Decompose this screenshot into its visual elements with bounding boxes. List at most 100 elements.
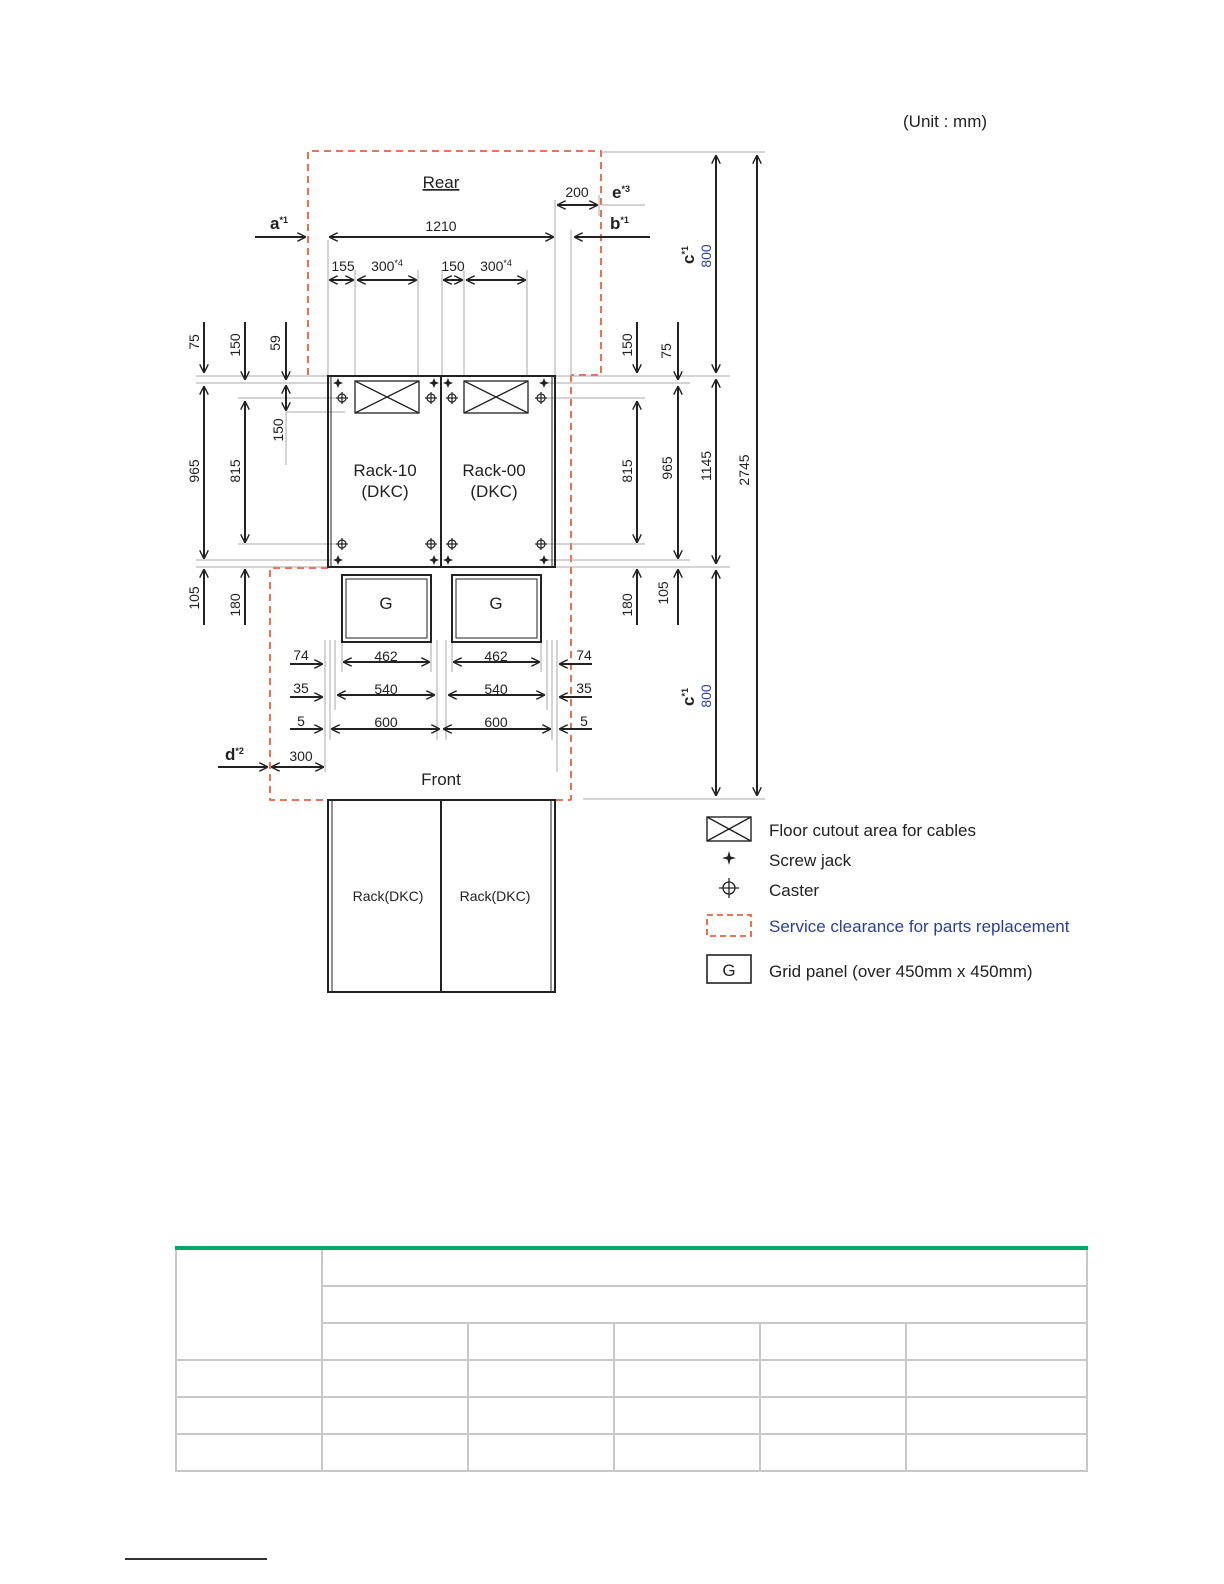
dim-180-right: 180 (619, 593, 635, 617)
dim-180-left: 180 (227, 593, 243, 617)
legend-cutout-text: Floor cutout area for cables (769, 821, 976, 840)
table-cell (321, 1433, 469, 1472)
dim-35: 35 (293, 680, 309, 696)
dim-offset-155: 155 (331, 258, 355, 274)
table-cell (175, 1359, 323, 1398)
rear-label: Rear (423, 173, 460, 192)
ref-c-rear: c*1 (679, 246, 698, 264)
ref-c-front: c*1 (679, 688, 698, 706)
dim-e-gap: 200 (565, 184, 589, 200)
dim-top-150-right: 150 (619, 333, 635, 357)
table-cell (759, 1322, 907, 1361)
dim-2745: 2745 (736, 454, 752, 485)
dim-top-59: 59 (267, 335, 283, 351)
table-cell (613, 1322, 761, 1361)
dim-total-width: 1210 (425, 218, 456, 234)
table-cell (905, 1322, 1088, 1361)
dim-600: 600 (374, 714, 398, 730)
legend-screw-jack-text: Screw jack (769, 851, 852, 870)
table-row (175, 1247, 1088, 1361)
table-cell (175, 1433, 323, 1472)
table-cell (905, 1359, 1088, 1398)
dim-965-left: 965 (186, 459, 202, 483)
table-row (175, 1396, 1088, 1435)
dim-35: 35 (576, 680, 592, 696)
table-cell (321, 1359, 469, 1398)
grid-panel-mark: G (379, 594, 392, 613)
clearance-legend-icon (706, 914, 752, 937)
dim-1145: 1145 (698, 451, 714, 481)
spec-table (175, 1246, 1088, 1472)
rack-00-type: (DKC) (470, 482, 517, 501)
dim-815-left: 815 (227, 459, 243, 483)
rack-10-label: Rack-10 (353, 461, 416, 480)
table-cell (759, 1433, 907, 1472)
dim-top-75-right: 75 (658, 343, 674, 359)
dim-600: 600 (484, 714, 508, 730)
table-row (175, 1359, 1088, 1398)
dim-74: 74 (576, 647, 592, 663)
table-cell (321, 1247, 1088, 1287)
dim-540: 540 (374, 681, 398, 697)
table-cell (175, 1396, 323, 1435)
screw-jack-icon (722, 851, 736, 865)
dim-965-right: 965 (659, 456, 675, 480)
table-cell (321, 1285, 1088, 1324)
grid-legend-icon (706, 954, 752, 984)
grid-panel-mark: G (489, 594, 502, 613)
dim-offset-150: 150 (441, 258, 465, 274)
unit-label: (Unit : mm) (903, 112, 987, 131)
grid-legend-mark: G (722, 961, 735, 980)
dim-105-left: 105 (186, 586, 202, 610)
dim-cutout-300: 300*4 (371, 258, 403, 274)
rack-00-label: Rack-00 (462, 461, 525, 480)
table-row (176, 1285, 1088, 1324)
lower-rack-label: Rack(DKC) (460, 888, 531, 904)
table-row (176, 1322, 1088, 1361)
table-cell (467, 1322, 615, 1361)
lower-rack-label: Rack(DKC) (353, 888, 424, 904)
dim-74: 74 (293, 647, 309, 663)
caster-icon (719, 878, 739, 898)
front-label: Front (421, 770, 461, 789)
table-cell (613, 1396, 761, 1435)
table-cell (613, 1359, 761, 1398)
dim-815-right: 815 (619, 459, 635, 483)
floor-layout-diagram: (Unit : mm) (186, 112, 1070, 993)
ref-e: e*3 (612, 183, 630, 202)
floor-cutout (463, 380, 529, 414)
lower-racks (327, 799, 556, 993)
table-cell (321, 1322, 469, 1361)
ref-d: d*2 (225, 745, 244, 764)
dim-grid-462: 462 (484, 648, 508, 664)
dim-front-800: 800 (698, 684, 714, 708)
caster-markers (336, 392, 547, 550)
footnote-divider (125, 1558, 267, 1560)
dim-d-300: 300 (289, 748, 313, 764)
legend-clearance-text: Service clearance for parts replacement (769, 917, 1070, 936)
table-cell (905, 1396, 1088, 1435)
cutout-legend-icon (706, 816, 752, 842)
legend-grid-text: Grid panel (over 450mm x 450mm) (769, 962, 1033, 981)
dim-cutout-300: 300*4 (480, 258, 512, 274)
dim-5: 5 (580, 713, 588, 729)
dim-rear-800: 800 (698, 244, 714, 268)
dim-105-right: 105 (655, 581, 671, 605)
table-cell (905, 1433, 1088, 1472)
ref-b: b*1 (610, 214, 629, 233)
dimension-arrows (204, 156, 757, 795)
table-row (175, 1433, 1088, 1472)
dim-top-75: 75 (186, 334, 202, 350)
dim-top-150: 150 (227, 333, 243, 357)
upper-racks (327, 375, 556, 568)
rack-10-type: (DKC) (361, 482, 408, 501)
front-clearance-outline (269, 567, 571, 801)
dim-inner-150: 150 (270, 418, 286, 442)
dim-540: 540 (484, 681, 508, 697)
table-cell (467, 1433, 615, 1472)
table-cell (759, 1359, 907, 1398)
table-cell (467, 1396, 615, 1435)
legend: Floor cutout area for cables Screw jack … (706, 816, 1070, 984)
table-cell (759, 1396, 907, 1435)
table-cell (321, 1396, 469, 1435)
